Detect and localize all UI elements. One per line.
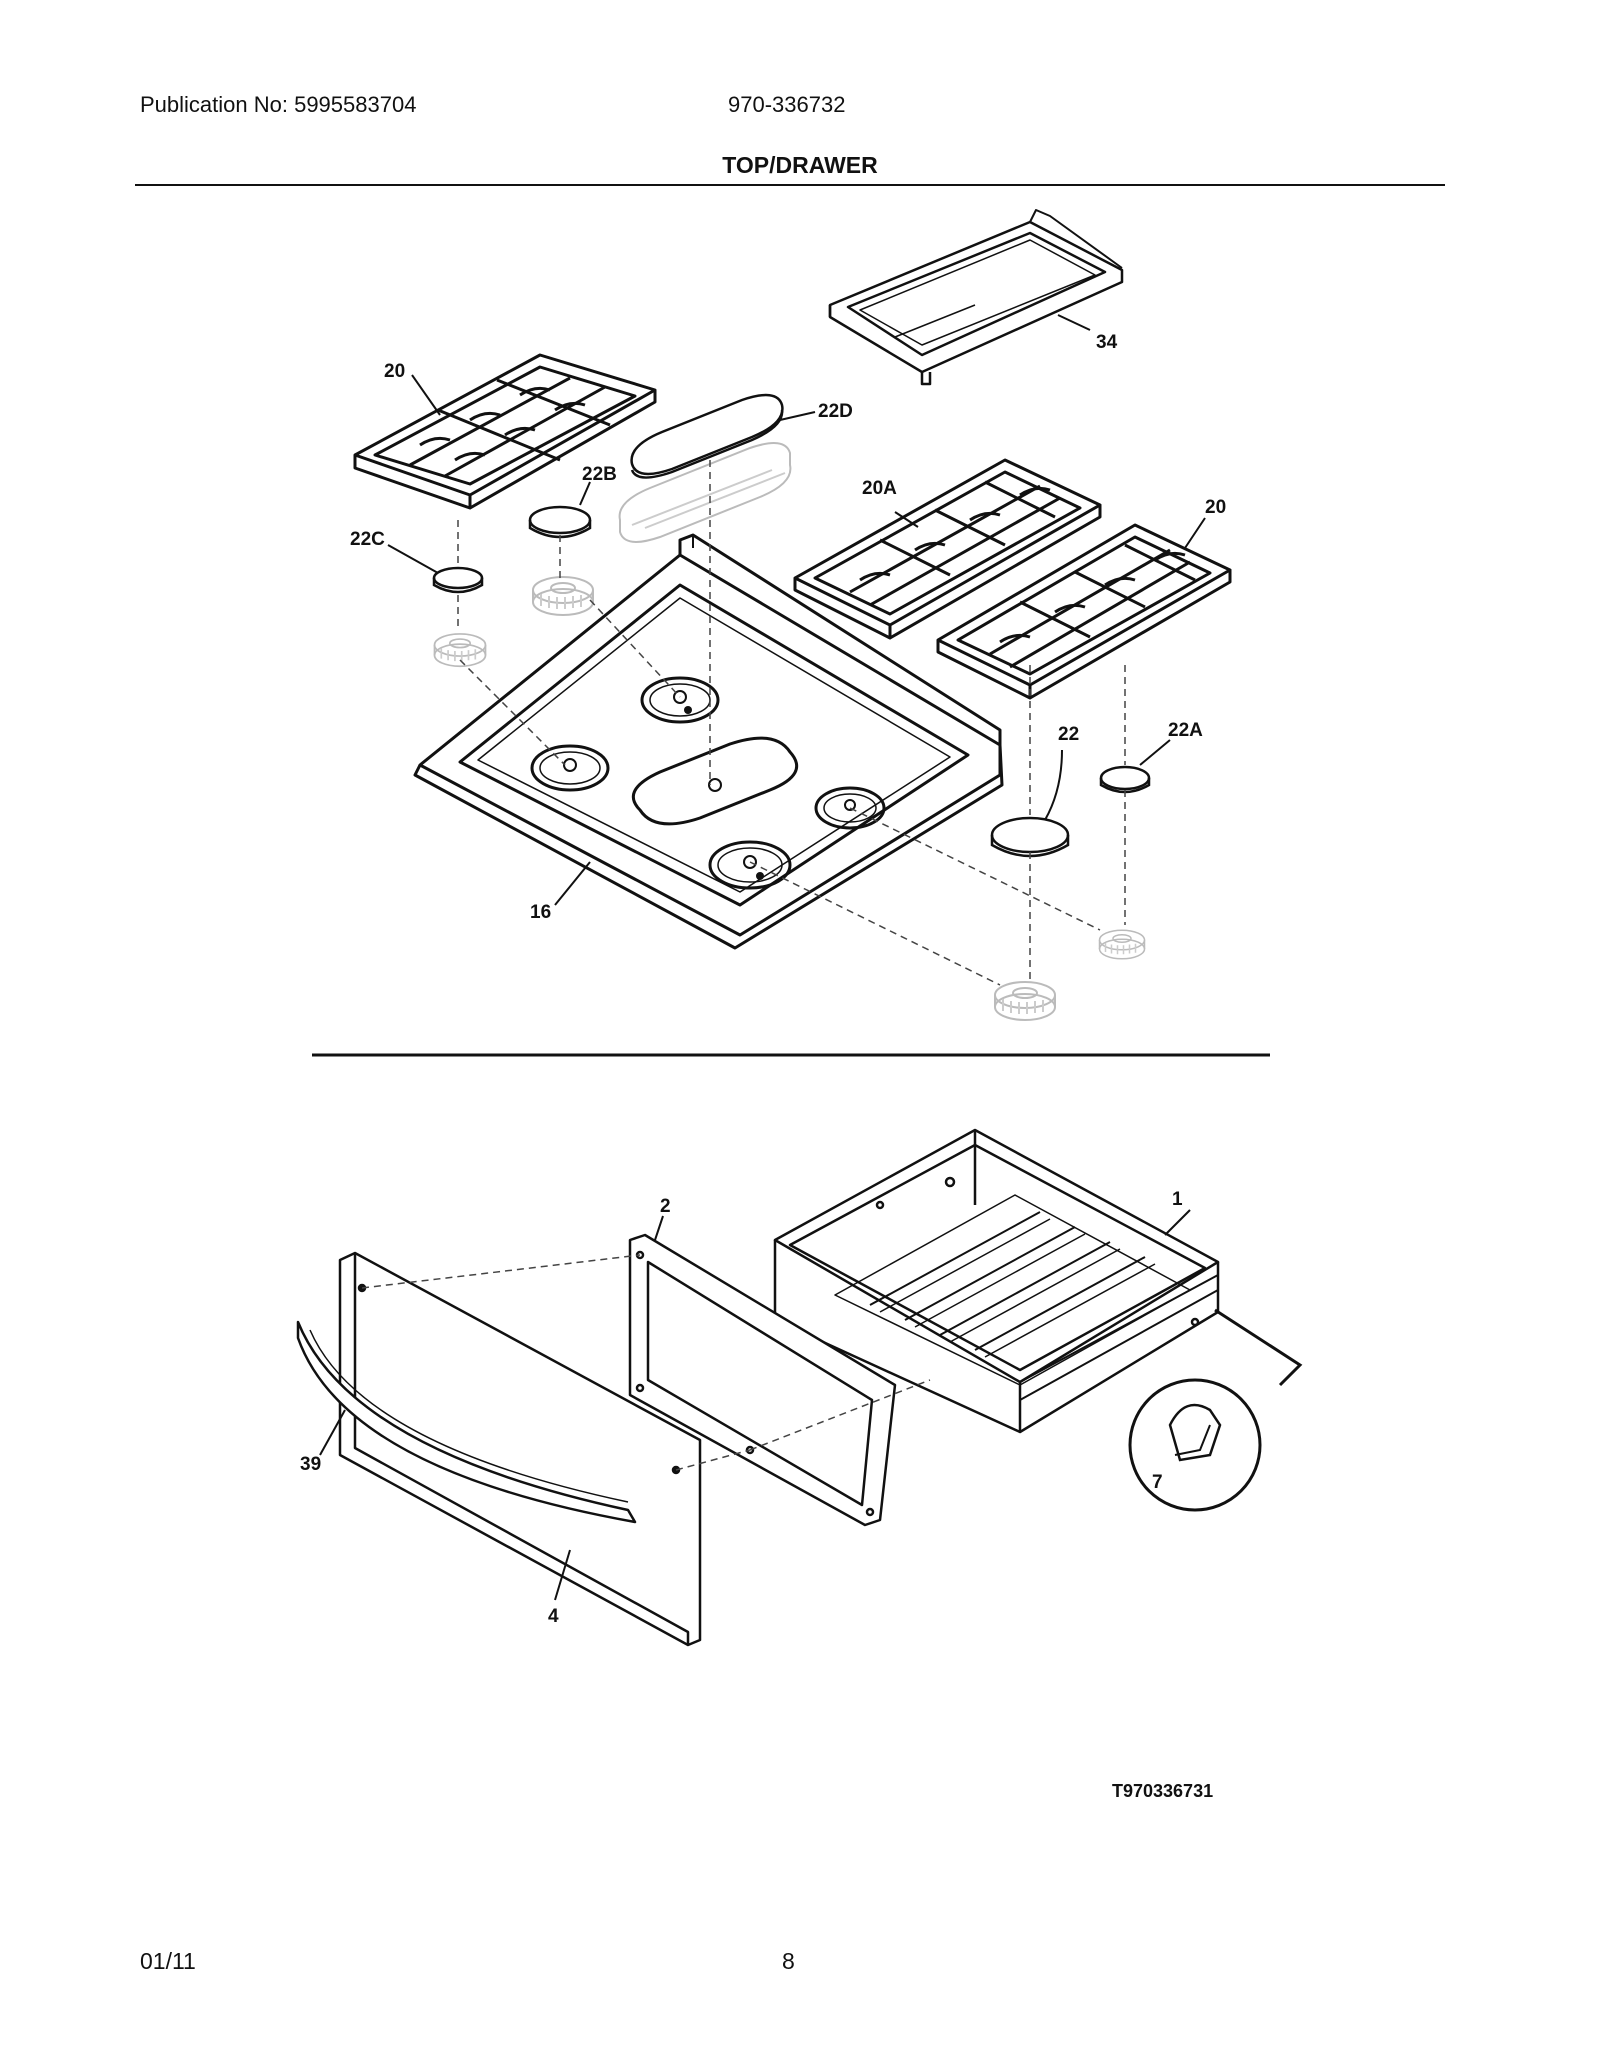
cooktop xyxy=(413,533,1004,950)
callout-22: 22 xyxy=(1058,724,1079,745)
callout-22a: 22A xyxy=(1168,720,1203,741)
callout-16: 16 xyxy=(530,902,551,923)
griddle xyxy=(828,209,1124,386)
callout-2: 2 xyxy=(660,1196,671,1217)
grate-right xyxy=(936,523,1232,700)
drawer-glide-detail xyxy=(1128,1378,1262,1512)
model-number: 970-336732 xyxy=(728,92,846,117)
callout-22c: 22C xyxy=(350,529,385,550)
callout-34: 34 xyxy=(1096,332,1118,353)
callout-7: 7 xyxy=(1152,1472,1163,1493)
grate-center xyxy=(793,458,1102,640)
callout-22d: 22D xyxy=(818,401,853,422)
oval-burner-base xyxy=(618,442,792,543)
footer-date: 01/11 xyxy=(140,1948,196,1974)
burner-base-22b xyxy=(532,576,594,616)
burner-base-22c xyxy=(433,633,487,668)
burner-base-22a xyxy=(1098,929,1146,960)
callout-20a: 20A xyxy=(862,478,897,499)
drawer-front xyxy=(338,1251,702,1647)
callout-20-right: 20 xyxy=(1205,497,1226,518)
burner-base-22 xyxy=(994,981,1056,1021)
burner-cap-22a xyxy=(1099,765,1151,794)
grate-left xyxy=(353,353,657,510)
callout-22b: 22B xyxy=(582,464,617,485)
page-title: TOP/DRAWER xyxy=(722,152,878,178)
assembly-lines xyxy=(457,460,1126,986)
drawer-handle xyxy=(296,1320,637,1524)
callout-20-left: 20 xyxy=(384,361,405,382)
oval-burner-cap xyxy=(630,393,784,479)
drawer-panel xyxy=(628,1233,897,1527)
publication-number: Publication No: 5995583704 xyxy=(140,92,417,117)
callout-4: 4 xyxy=(548,1606,559,1627)
drawer-assembly-lines xyxy=(361,1254,931,1471)
diagram-code: T970336731 xyxy=(1112,1781,1213,1801)
burner-cap-22b xyxy=(528,505,592,539)
callout-39: 39 xyxy=(300,1454,321,1475)
page-number: 8 xyxy=(782,1948,795,1974)
burner-cap-22c xyxy=(432,566,484,594)
callout-1: 1 xyxy=(1172,1189,1183,1210)
drawer-body xyxy=(773,1128,1220,1434)
header-divider xyxy=(135,184,1445,186)
burner-cap-22 xyxy=(990,816,1070,858)
